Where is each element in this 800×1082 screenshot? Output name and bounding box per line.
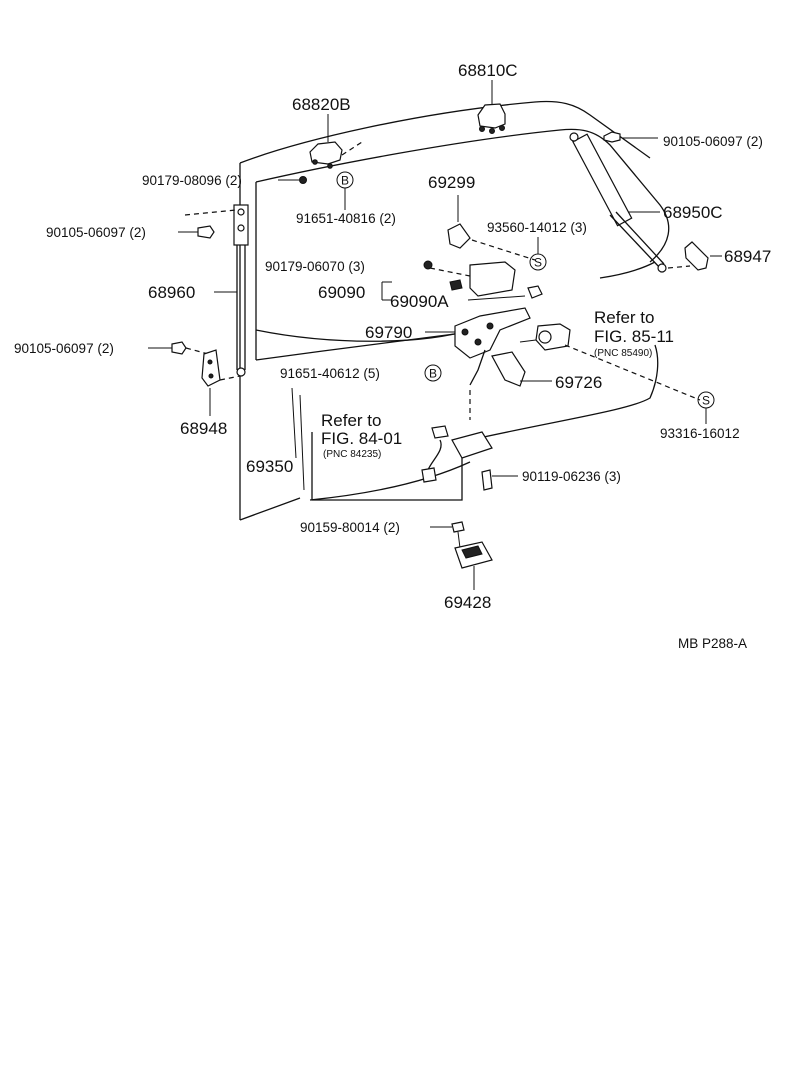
label-69790: 69790 [365, 323, 412, 342]
part-68960-strut [214, 204, 249, 377]
label-91651-40816: 91651-40816 (2) [296, 211, 396, 226]
svg-text:B: B [341, 174, 349, 188]
label-68948: 68948 [180, 419, 227, 438]
label-90159-80014: 90159-80014 (2) [300, 520, 400, 535]
label-91651-40612: 91651-40612 (5) [280, 366, 380, 381]
label-90105-06097-left: 90105-06097 (2) [46, 225, 146, 240]
bolts-left [148, 176, 307, 356]
label-90179-08096: 90179-08096 (2) [142, 173, 242, 188]
part-69428 [430, 521, 493, 590]
label-90179-06070: 90179-06070 (3) [265, 259, 365, 274]
label-fig-84-01: FIG. 84-01 [321, 429, 402, 448]
part-68947 [667, 241, 722, 271]
part-68948 [201, 349, 241, 416]
svg-text:S: S [534, 256, 542, 270]
label-69299: 69299 [428, 173, 475, 192]
label-pnc-84235: (PNC 84235) [323, 449, 381, 460]
part-69350 [291, 387, 518, 501]
part-68810C [477, 80, 506, 134]
marker-b-mid: B [424, 364, 442, 382]
label-93316-16012: 93316-16012 [660, 426, 740, 441]
part-69726 [491, 351, 552, 387]
label-68810C: 68810C [458, 61, 518, 80]
label-69726: 69726 [555, 373, 602, 392]
label-68947: 68947 [724, 247, 771, 266]
label-90105-06097-top-right: 90105-06097 (2) [663, 134, 763, 149]
marker-s-top: S [529, 237, 547, 271]
marker-b-top: B [336, 171, 354, 210]
lock-cylinder [519, 323, 701, 401]
label-fig-85-11: FIG. 85-11 [594, 327, 674, 346]
label-68960: 68960 [148, 283, 195, 302]
part-69790-latch [425, 307, 531, 386]
label-68950C: 68950C [663, 203, 723, 222]
label-68820B: 68820B [292, 95, 351, 114]
svg-text:B: B [429, 367, 437, 381]
label-69090: 69090 [318, 283, 365, 302]
label-pnc-85490: (PNC 85490) [594, 348, 652, 359]
label-refer-to-84: Refer to [321, 411, 381, 430]
part-69299 [447, 195, 536, 261]
marker-s-right: S [697, 391, 715, 424]
label-69350: 69350 [246, 457, 293, 476]
label-90119-06236: 90119-06236 (3) [522, 469, 621, 484]
svg-text:S: S [702, 394, 710, 408]
part-68950C-strut [569, 131, 667, 273]
label-69090A: 69090A [390, 292, 449, 311]
diagram-code: MB P288-A [678, 636, 747, 651]
label-69428: 69428 [444, 593, 491, 612]
part-68820B [309, 114, 363, 169]
part-69090-handle [381, 260, 543, 301]
label-93560-14012: 93560-14012 (3) [487, 220, 587, 235]
label-90105-06097-bottom-left: 90105-06097 (2) [14, 341, 114, 356]
label-refer-to-85: Refer to [594, 308, 654, 327]
